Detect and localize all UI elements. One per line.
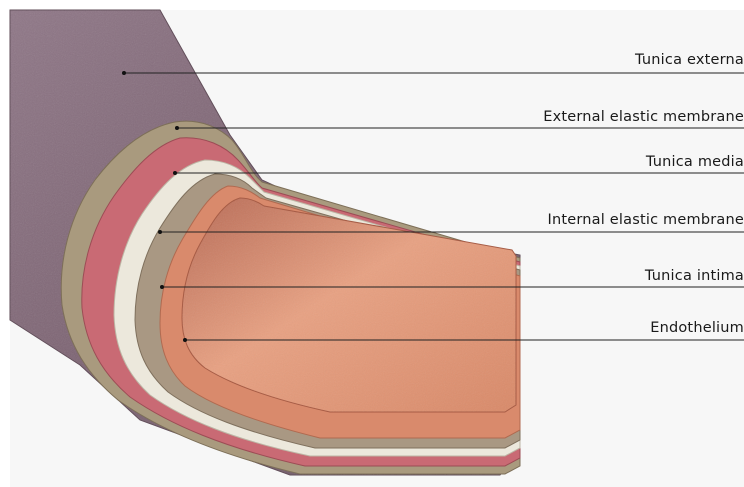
leader-dot-tunica-externa (122, 71, 126, 75)
leader-dot-internal-elastic-membrane (158, 230, 162, 234)
leader-dot-endothelium (183, 338, 187, 342)
leader-dot-external-elastic-membrane (175, 126, 179, 130)
label-tunica-media: Tunica media (646, 154, 744, 171)
label-internal-elastic-membrane: Internal elastic membrane (547, 212, 744, 229)
leader-dot-tunica-media (173, 171, 177, 175)
leader-dot-tunica-intima (160, 285, 164, 289)
label-endothelium: Endothelium (650, 320, 744, 337)
label-tunica-externa: Tunica externa (635, 52, 744, 69)
label-tunica-intima: Tunica intima (645, 268, 744, 285)
label-external-elastic-membrane: External elastic membrane (543, 109, 744, 126)
